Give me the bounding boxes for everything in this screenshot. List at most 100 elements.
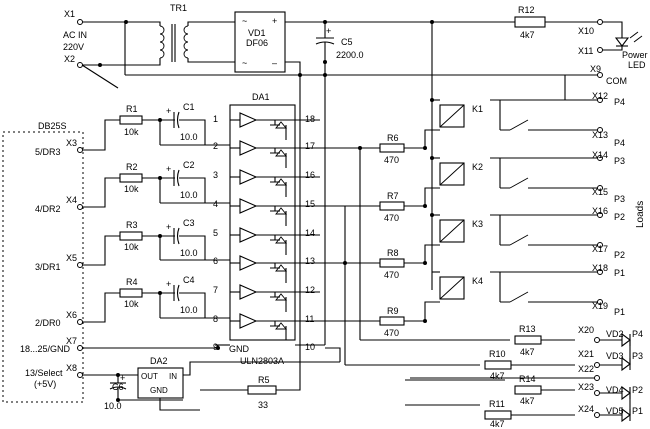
bridge-vd1: VD1 DF06 ~ ~ + – (234, 11, 600, 75)
da2-label: DA2 (150, 356, 168, 366)
pin-6: 6 (213, 256, 218, 266)
x4-label: X4 (66, 195, 77, 205)
x18-label: X18 (592, 263, 608, 273)
r1-value: 10k (124, 127, 139, 137)
vd3-label: VD3 (606, 351, 624, 361)
mains-section: X1 AC IN 220V X2 (63, 9, 161, 89)
r2-value: 10k (124, 184, 139, 194)
c3-value: 10.0 (180, 248, 198, 258)
p1b-label: P1 (614, 307, 625, 317)
p2b-label: P2 (614, 250, 625, 260)
x24-label: X24 (578, 404, 594, 414)
da2-in: IN (169, 372, 177, 381)
p1a-label: P1 (614, 268, 625, 278)
r4-label: R4 (126, 277, 138, 287)
loads-label: Loads (635, 201, 646, 228)
da1-label: DA1 (252, 92, 270, 102)
r12-label: R12 (518, 5, 535, 15)
c4-value: 10.0 (180, 305, 198, 315)
r3-value: 10k (124, 242, 139, 252)
r2-label: R2 (126, 162, 138, 172)
tr1-label: TR1 (170, 3, 187, 13)
ac-in-label: AC IN (63, 30, 87, 40)
p3b-label: P3 (614, 194, 625, 204)
c1-value: 10.0 (180, 132, 198, 142)
x16-label: X16 (592, 206, 608, 216)
regulator-da2: DA2 OUT IN GND + C6 10.0 R5 33 (82, 75, 341, 411)
uln-label: ULN2803A (240, 356, 284, 366)
r10-value: 4k7 (490, 371, 505, 381)
r9-value: 470 (384, 328, 399, 338)
x1-label: X1 (64, 9, 75, 19)
c2-value: 10.0 (180, 190, 198, 200)
r13-value: 4k7 (520, 347, 535, 357)
gnd-pins-label: 18...25/GND (20, 344, 71, 354)
pin-18: 18 (305, 114, 315, 124)
da2-out: OUT (141, 372, 158, 381)
pin-7: 7 (213, 285, 218, 295)
transformer-tr1: TR1 (159, 3, 235, 63)
plus5-label: (+5V) (34, 379, 56, 389)
x12-label: X12 (592, 91, 608, 101)
r5-value: 33 (258, 400, 268, 410)
vd5-label: VD5 (606, 406, 624, 416)
pin-16: 16 (305, 170, 315, 180)
pin-3: 3 (213, 170, 218, 180)
x21-label: X21 (578, 349, 594, 359)
k1-label: K1 (472, 104, 483, 114)
r8-value: 470 (384, 270, 399, 280)
power-led-branch: R12 4k7 X10 X11 X9 COM Power LED (430, 5, 648, 86)
r7-value: 470 (384, 213, 399, 223)
c6-label: C6 (112, 382, 124, 392)
x8-label: X8 (66, 363, 77, 373)
da2-gnd: GND (150, 386, 168, 395)
c5-value: 2200.0 (336, 50, 364, 60)
r14-value: 4k7 (520, 396, 535, 406)
com-label: COM (606, 76, 627, 86)
dr0-label: 2/DR0 (35, 318, 61, 328)
c5-label: C5 (341, 37, 353, 47)
r1-label: R1 (126, 104, 138, 114)
db25s-label: DB25S (38, 121, 67, 131)
vd1-label: VD1 (248, 28, 266, 38)
bridge-plus: + (272, 16, 277, 26)
r8-label: R8 (387, 248, 399, 258)
p4a-label: P4 (614, 97, 625, 107)
c1-plus: + (166, 106, 171, 116)
led-p3-label: P3 (632, 351, 643, 361)
r6-label: R6 (387, 133, 399, 143)
x13-label: X13 (592, 130, 608, 140)
x9-label: X9 (590, 64, 601, 74)
driver-channels (230, 112, 295, 340)
x11-label: X11 (578, 46, 593, 56)
x3-label: X3 (66, 138, 77, 148)
dr1-label: 3/DR1 (35, 262, 61, 272)
r11-label: R11 (489, 399, 505, 409)
k2-label: K2 (472, 162, 483, 172)
c5-plus: + (326, 26, 331, 36)
k3-label: K3 (472, 219, 483, 229)
bridge-ac-top: ~ (242, 16, 247, 26)
x14-label: X14 (592, 150, 608, 160)
r11-value: 4k7 (490, 419, 505, 429)
pin-12: 12 (305, 285, 315, 295)
db25s-connector: DB25S 5/DR3 4/DR2 3/DR1 2/DR0 18...25/GN… (2, 121, 84, 403)
status-led-section: R13 4k7 R10 4k7 R14 4k7 R11 4k7 X20 X21 … (343, 146, 643, 429)
r5-label: R5 (258, 375, 270, 385)
c3-plus: + (166, 222, 171, 232)
led-p4-label: P4 (632, 329, 643, 339)
pin-2: 2 (213, 141, 218, 151)
bridge-minus: – (272, 58, 277, 68)
pin-11: 11 (305, 314, 314, 324)
c3-label: C3 (183, 218, 195, 228)
x20-label: X20 (578, 325, 594, 335)
v220-label: 220V (63, 42, 84, 52)
led-p2-label: P2 (632, 385, 643, 395)
c4-plus: + (166, 279, 171, 289)
pin-1: 1 (213, 114, 218, 124)
r3-label: R3 (126, 220, 138, 230)
pin-10: 10 (305, 342, 315, 352)
r4-value: 10k (124, 299, 139, 309)
select-label: 13/Select (25, 368, 63, 378)
